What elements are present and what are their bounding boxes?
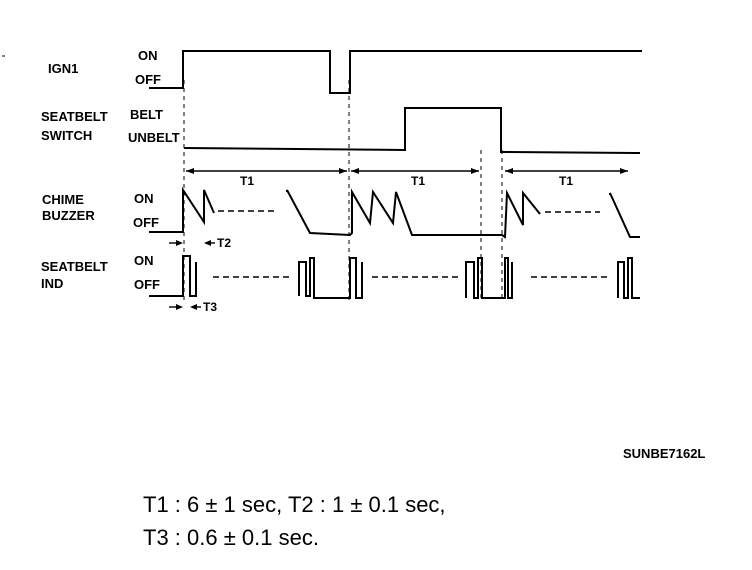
- t1-label-1: T1: [240, 174, 255, 188]
- switch-belt-label: BELT: [130, 107, 163, 122]
- reference-lines: [183, 80, 503, 300]
- t1-label-3: T1: [559, 174, 574, 188]
- seatbelt-switch-label-line1: SEATBELT: [41, 109, 108, 124]
- ign1-label: IGN1: [48, 61, 79, 76]
- ign1-on-label: ON: [138, 48, 158, 63]
- t1-arrowheads: [186, 168, 628, 174]
- seatbelt-switch-waveform: [183, 107, 641, 154]
- seatbelt-ind-label-line1: SEATBELT: [41, 259, 108, 274]
- ign1-waveform: [149, 50, 642, 94]
- seatbelt-ind-label-line2: IND: [41, 276, 64, 291]
- seatbelt-ind-waveform: [149, 255, 640, 299]
- chime-buzzer-waveform: [149, 186, 640, 239]
- figure-code: SUNBE7162L: [623, 446, 706, 461]
- chime-on-label: ON: [134, 191, 154, 206]
- timing-note-line2: T3 : 0.6 ± 0.1 sec.: [143, 525, 319, 550]
- ind-off-label: OFF: [134, 277, 160, 292]
- ign1-off-label: OFF: [135, 72, 161, 87]
- timing-note-line1: T1 : 6 ± 1 sec, T2 : 1 ± 0.1 sec,: [143, 492, 446, 517]
- ind-on-label: ON: [134, 253, 154, 268]
- chime-buzzer-label-line1: CHIME: [42, 192, 84, 207]
- seatbelt-switch-label-line2: SWITCH: [41, 128, 93, 143]
- chime-off-label: OFF: [133, 215, 159, 230]
- t2-label: T2: [217, 236, 232, 250]
- switch-unbelt-label: UNBELT: [128, 130, 180, 145]
- t3-label: T3: [203, 300, 218, 314]
- chime-buzzer-label-line2: BUZZER: [42, 208, 95, 223]
- t1-label-2: T1: [411, 174, 426, 188]
